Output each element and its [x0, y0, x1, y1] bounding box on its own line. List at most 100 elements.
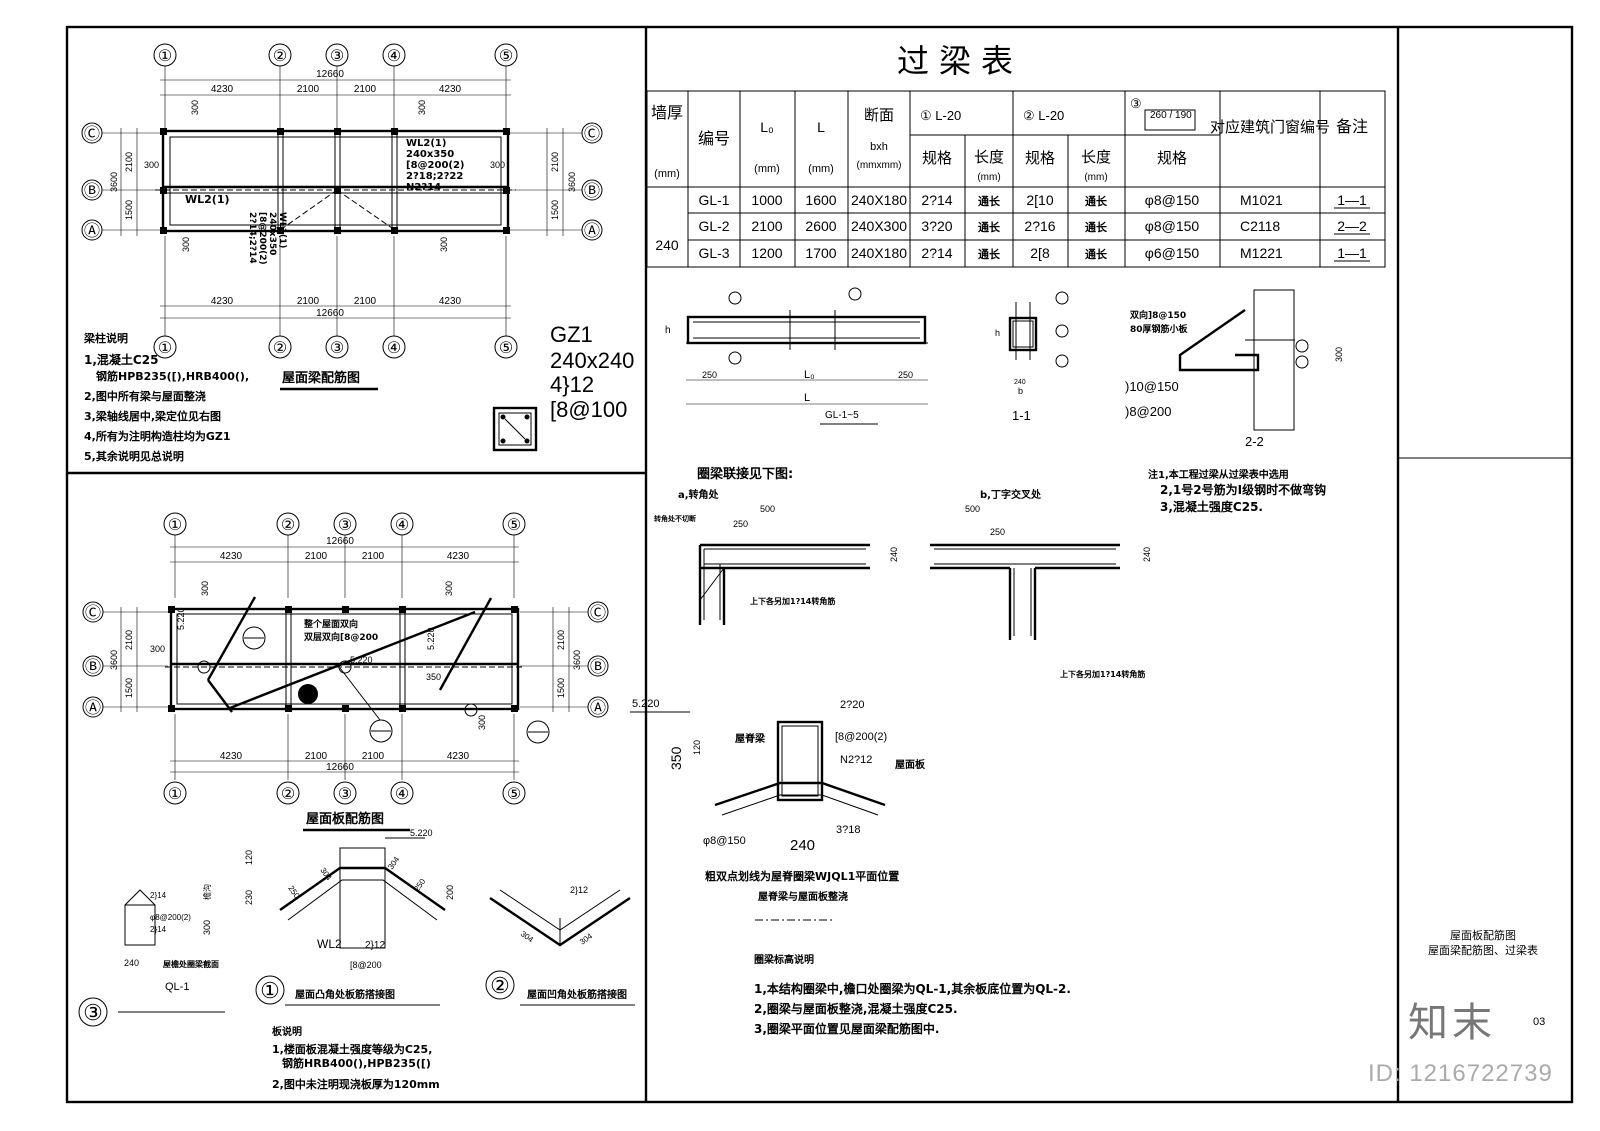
hdr-wall: 墙厚: [651, 104, 683, 122]
detail-1-title: 屋面凸角处板筋搭接图: [295, 988, 395, 1001]
title-block-line-2: 屋面梁配筋图、过梁表: [1428, 944, 1538, 957]
row-b-left: Ⓑ: [84, 182, 100, 200]
svg-text:4230: 4230: [211, 296, 234, 307]
svg-text:240x350: 240x350: [406, 149, 454, 160]
svg-text:250: 250: [733, 519, 748, 529]
svg-text:屋脊梁: 屋脊梁: [735, 732, 766, 745]
svg-text:3,混凝土强度C25.: 3,混凝土强度C25.: [1160, 499, 1263, 514]
svg-text:2100: 2100: [362, 751, 385, 762]
svg-text:Ⓐ: Ⓐ: [85, 699, 101, 717]
svg-text:2100: 2100: [305, 751, 328, 762]
table-cell-l0-3: 1200: [751, 245, 782, 261]
svg-text:4230: 4230: [447, 751, 470, 762]
table-cell-len1-3: 通长: [978, 247, 1001, 261]
svg-text:③: ③: [338, 517, 352, 534]
title-block-line-1: 屋面板配筋图: [1450, 929, 1516, 942]
svg-text:80厚钢筋小板: 80厚钢筋小板: [1130, 323, 1189, 335]
wl2-detail-text: WL2(1) 240x350 [8@200(2) 2?18;2?22 N2?14: [406, 138, 465, 193]
table-title: 过梁表: [897, 43, 1023, 79]
svg-text:350: 350: [426, 672, 441, 682]
svg-text:1-1: 1-1: [1012, 408, 1031, 423]
svg-text:240: 240: [790, 837, 815, 854]
svg-text:300: 300: [202, 920, 212, 935]
hdr-spec-1: 规格: [922, 150, 952, 167]
svg-text:1,楼面板混凝土强度等级为C25,: 1,楼面板混凝土强度等级为C25,: [272, 1042, 432, 1056]
table-cell-section-2: 240X300: [851, 218, 907, 234]
hdr-spec-3: 规格: [1157, 150, 1187, 167]
svg-text:Ⓒ: Ⓒ: [590, 604, 606, 622]
svg-text:2100: 2100: [550, 152, 560, 172]
svg-text:①: ①: [168, 517, 182, 534]
svg-text:⑤: ⑤: [507, 517, 521, 534]
svg-text:屋脊梁与屋面板整浇: 屋脊梁与屋面板整浇: [758, 890, 848, 903]
svg-text:[8@100: [8@100: [550, 397, 627, 422]
svg-text:Ⓐ: Ⓐ: [590, 699, 606, 717]
svg-text:4230: 4230: [439, 296, 462, 307]
svg-text:4230: 4230: [220, 551, 243, 562]
svg-text:2?14;2?14: 2?14;2?14: [247, 212, 257, 264]
svg-text:φ8@200(2): φ8@200(2): [150, 913, 191, 922]
svg-text:250: 250: [286, 884, 301, 901]
row-c-left: Ⓒ: [84, 125, 100, 143]
svg-text:5.220: 5.220: [350, 655, 373, 665]
svg-text:)10@150: )10@150: [1125, 379, 1179, 394]
svg-text:钢筋HRB400(),HPB235([): 钢筋HRB400(),HPB235([): [282, 1056, 431, 1070]
svg-text:350: 350: [668, 746, 684, 770]
ridge-beam-section: 5.220 350 120 2?20 [8@200(2) N2?12 3?18 …: [630, 698, 926, 921]
title-block: 屋面板配筋图 屋面梁配筋图、过梁表 知末 03 ID: 1216722739: [1368, 460, 1568, 1100]
axis-2-bottom: ②: [273, 340, 287, 357]
svg-text:12660: 12660: [326, 762, 354, 773]
brand-logo: 知末: [1408, 1000, 1496, 1046]
svg-text:b,丁字交叉处: b,丁字交叉处: [980, 488, 1042, 501]
svg-text:2100: 2100: [362, 551, 385, 562]
svg-text:2,1号2号筋为I级钢时不做弯钩: 2,1号2号筋为I级钢时不做弯钩: [1160, 482, 1326, 497]
axis-bubbles-top: ① ② ③ ④ ⑤: [153, 43, 518, 67]
slab-notes: 板说明 1,楼面板混凝土强度等级为C25, 钢筋HRB400(),HPB235(…: [272, 1025, 440, 1091]
table-cell-window-3: M1221: [1240, 245, 1283, 261]
table-cell-code-3: GL-3: [698, 245, 729, 261]
roof-beam-title: 屋面梁配筋图: [282, 370, 360, 386]
svg-text:)8@200: )8@200: [1125, 404, 1171, 419]
hdr-window: 对应建筑门窗编号: [1210, 118, 1330, 136]
svg-text:120: 120: [244, 850, 254, 865]
svg-text:N2?14: N2?14: [406, 182, 441, 193]
svg-text:3600: 3600: [109, 650, 119, 670]
svg-text:300: 300: [444, 581, 454, 596]
svg-text:300: 300: [150, 644, 165, 654]
svg-text:1,本结构圈梁中,檐口处圈梁为QL-1,其余板底位置为QL-: 1,本结构圈梁中,檐口处圈梁为QL-1,其余板底位置为QL-2.: [754, 981, 1071, 996]
svg-text:WL2(1): WL2(1): [406, 138, 446, 149]
svg-text:转角处不切断: 转角处不切断: [654, 514, 696, 523]
svg-text:檐沟: 檐沟: [202, 884, 212, 900]
table-cell-len2-3: 通长: [1085, 247, 1108, 261]
svg-text:L: L: [804, 392, 810, 404]
svg-text:④: ④: [395, 786, 409, 803]
svg-text:2}14: 2}14: [150, 891, 167, 900]
detail-2-title: 屋面凹角处板筋搭接图: [527, 988, 627, 1001]
svg-text:240: 240: [1142, 547, 1152, 562]
table-cell-s2-3: 2[8: [1030, 245, 1050, 261]
svg-text:2-2: 2-2: [1245, 434, 1264, 449]
svg-text:300: 300: [144, 160, 159, 170]
svg-text:300: 300: [490, 160, 505, 170]
sheet-border: [65, 25, 1574, 1104]
svg-text:250: 250: [412, 877, 427, 894]
svg-text:3,圈梁平面位置见屋面梁配筋图中.: 3,圈梁平面位置见屋面梁配筋图中.: [754, 1021, 939, 1036]
svg-text:2}12: 2}12: [570, 885, 588, 895]
svg-text:5.220: 5.220: [176, 607, 186, 630]
roof-slab-plan: ① ② ③ ④ ⑤ 12660 4230 2100 2100 4230 整个屋面…: [82, 512, 609, 832]
svg-text:[8@200(2): [8@200(2): [835, 731, 887, 743]
svg-text:②: ②: [281, 517, 295, 534]
row-a-right: Ⓐ: [584, 222, 600, 240]
svg-text:L₀: L₀: [804, 369, 815, 381]
table-cell-s3-3: φ6@150: [1145, 245, 1200, 261]
table-cell-remark-2: 2—2: [1337, 218, 1367, 234]
svg-text:N2?12: N2?12: [840, 754, 872, 766]
svg-text:1500: 1500: [556, 678, 566, 698]
svg-text:b: b: [1018, 386, 1023, 396]
table-cell-s1-3: 2?14: [921, 245, 952, 261]
svg-text:300: 300: [1334, 347, 1344, 362]
table-cell-s2-2: 2?16: [1024, 218, 1055, 234]
hdr-length-1: 长度: [974, 149, 1004, 166]
hdr-section: 断面: [864, 107, 894, 124]
slab-concave-corner-detail: 2}12 304 304 ② 屋面凹角处板筋搭接图: [485, 885, 635, 1006]
